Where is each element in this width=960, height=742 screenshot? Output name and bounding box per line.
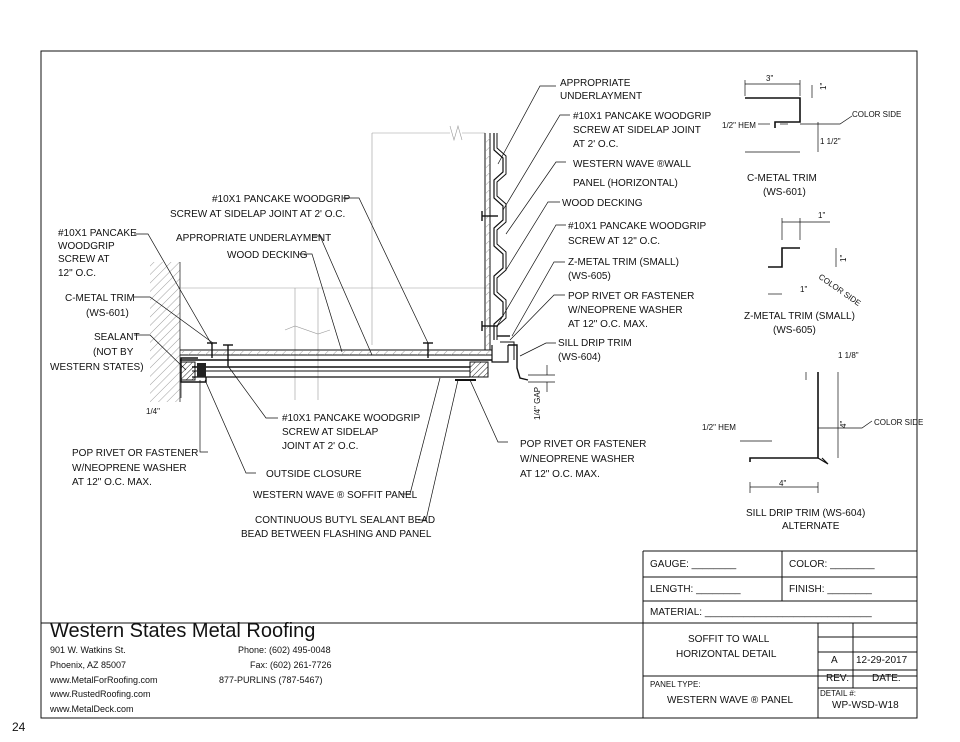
callout-sealant-1: SEALANT xyxy=(94,332,140,343)
panel-type-label: PANEL TYPE: xyxy=(650,680,701,689)
z-trim-profile: 1" 1" 1" COLOR SIDE Z-METAL TRIM (SMALL)… xyxy=(744,211,862,336)
quarter-dim-label: 1/4" xyxy=(146,407,160,416)
callout-screw-sidelap-low-1: #10X1 PANCAKE WOODGRIP xyxy=(282,413,421,424)
gap-dim-label: 1/4" GAP xyxy=(533,387,542,420)
company-address-1: 901 W. Watkins St. xyxy=(50,645,126,655)
material-field: MATERIAL: ______________________________ xyxy=(650,607,872,618)
z-trim-color-side: COLOR SIDE xyxy=(817,272,863,308)
detail-title-2: HORIZONTAL DETAIL xyxy=(676,649,777,660)
callout-wood-decking-mid: WOOD DECKING xyxy=(227,250,308,261)
company-web-1: www.MetalForRoofing.com xyxy=(50,675,158,685)
callout-wall-panel-2: PANEL (HORIZONTAL) xyxy=(573,178,678,189)
callout-screw-sidelap-top-3: AT 2' O.C. xyxy=(573,139,618,150)
callout-pop-rivet-right-upper-1: POP RIVET OR FASTENER xyxy=(568,291,694,302)
c-trim-dim-lip: 1 1/2" xyxy=(820,137,841,146)
callout-outside-closure: OUTSIDE CLOSURE xyxy=(266,469,362,480)
z-trim-dim-top: 1" xyxy=(818,211,825,220)
page-number: 24 xyxy=(12,720,26,734)
company-address-2: Phoenix, AZ 85007 xyxy=(50,660,127,670)
detail-number-label: DETAIL #: xyxy=(820,689,857,698)
company-name: Western States Metal Roofing xyxy=(50,620,316,642)
callout-screw-12-right-1: #10X1 PANCAKE WOODGRIP xyxy=(568,221,707,232)
callout-pop-rivet-right-lower-3: AT 12" O.C. MAX. xyxy=(520,469,600,480)
sill-trim-color-side: COLOR SIDE xyxy=(874,418,923,427)
color-field: COLOR: ________ xyxy=(789,559,875,570)
callout-screw-sidelap-mid-2: SCREW AT SIDELAP JOINT AT 2' O.C. xyxy=(170,209,345,220)
callout-pop-rivet-right-upper-2: W/NEOPRENE WASHER xyxy=(568,305,683,316)
callout-pop-rivet-right-lower-1: POP RIVET OR FASTENER xyxy=(520,439,646,450)
detail-title-1: SOFFIT TO WALL xyxy=(688,634,770,645)
callout-screw-12-left-2: WOODGRIP xyxy=(58,241,115,252)
callout-c-trim-1: C-METAL TRIM xyxy=(65,293,135,304)
callout-screw-sidelap-low-3: JOINT AT 2' O.C. xyxy=(282,441,358,452)
callout-pop-rivet-left-2: W/NEOPRENE WASHER xyxy=(72,463,187,474)
callout-underlayment-top-2: UNDERLAYMENT xyxy=(560,91,642,102)
company-web-2: www.RustedRoofing.com xyxy=(50,689,151,699)
callout-wood-decking-right: WOOD DECKING xyxy=(562,198,643,209)
callout-sill-drip-2: (WS-604) xyxy=(558,352,601,363)
callout-underlayment-top-1: APPROPRIATE xyxy=(560,78,631,89)
callout-screw-sidelap-low-2: SCREW AT SIDELAP xyxy=(282,427,379,438)
sill-trim-dim-side: 4" xyxy=(839,421,848,428)
company-fax: Fax: (602) 261-7726 xyxy=(250,660,332,670)
c-trim-name-2: (WS-601) xyxy=(763,187,806,198)
sill-trim-dim-bottom: 4" xyxy=(779,479,786,488)
callout-screw-sidelap-top-2: SCREW AT SIDELAP JOINT xyxy=(573,125,701,136)
callout-screw-12-right-2: SCREW AT 12" O.C. xyxy=(568,236,660,247)
company-phone: Phone: (602) 495-0048 xyxy=(238,645,331,655)
callout-screw-sidelap-mid-1: #10X1 PANCAKE WOODGRIP xyxy=(212,194,351,205)
z-trim-name-1: Z-METAL TRIM (SMALL) xyxy=(744,311,855,322)
callout-pop-rivet-right-lower-2: W/NEOPRENE WASHER xyxy=(520,454,635,465)
z-trim-dim-bottom: 1" xyxy=(800,285,807,294)
callout-pop-rivet-left-1: POP RIVET OR FASTENER xyxy=(72,448,198,459)
callout-sealant-3: WESTERN STATES) xyxy=(50,362,144,373)
callout-screw-12-left-3: SCREW AT xyxy=(58,254,109,265)
c-trim-color-side: COLOR SIDE xyxy=(852,110,901,119)
leader-lines xyxy=(134,85,570,521)
callout-soffit-panel: WESTERN WAVE ® SOFFIT PANEL xyxy=(253,490,418,501)
callout-underlayment-mid: APPROPRIATE UNDERLAYMENT xyxy=(176,233,331,244)
callout-butyl-1: CONTINUOUS BUTYL SEALANT BEAD xyxy=(255,515,435,526)
z-trim-name-2: (WS-605) xyxy=(773,325,816,336)
c-trim-profile: 3" 1" 1/2" HEM 1 1/2" COLOR SIDE C-METAL… xyxy=(722,74,901,198)
callout-z-trim-1: Z-METAL TRIM (SMALL) xyxy=(568,257,679,268)
sill-trim-dim-top: 1 1/8" xyxy=(838,351,859,360)
callout-pop-rivet-right-upper-3: AT 12" O.C. MAX. xyxy=(568,319,648,330)
sill-trim-profile: 1 1/8" 4" COLOR SIDE 1/2" HEM 4" SILL DR… xyxy=(702,351,923,532)
callout-screw-sidelap-top-1: #10X1 PANCAKE WOODGRIP xyxy=(573,111,712,122)
callout-pop-rivet-left-3: AT 12" O.C. MAX. xyxy=(72,477,152,488)
callout-c-trim-2: (WS-601) xyxy=(86,308,129,319)
c-trim-name-1: C-METAL TRIM xyxy=(747,173,817,184)
company-tollfree: 877-PURLINS (787-5467) xyxy=(219,675,323,685)
rev-value: A xyxy=(831,655,838,666)
date-value: 12-29-2017 xyxy=(856,655,908,666)
callout-sealant-2: (NOT BY xyxy=(93,347,134,358)
callout-screw-12-left-1: #10X1 PANCAKE xyxy=(58,228,137,239)
sill-trim-name-1: SILL DRIP TRIM (WS-604) xyxy=(746,508,865,519)
callout-sill-drip-1: SILL DRIP TRIM xyxy=(558,338,632,349)
callout-butyl-2: BEAD BETWEEN FLASHING AND PANEL xyxy=(241,529,432,540)
detail-number-value: WP-WSD-W18 xyxy=(832,700,899,711)
callout-z-trim-2: (WS-605) xyxy=(568,271,611,282)
panel-type-value: WESTERN WAVE ® PANEL xyxy=(667,695,794,706)
callout-wall-panel-1: WESTERN WAVE ®WALL xyxy=(573,159,692,170)
callout-texts: APPROPRIATE UNDERLAYMENT #10X1 PANCAKE W… xyxy=(50,78,712,540)
finish-field: FINISH: ________ xyxy=(789,584,872,595)
title-block-grid xyxy=(41,550,917,718)
c-trim-dim-top: 3" xyxy=(766,74,773,83)
company-web-3: www.MetalDeck.com xyxy=(50,704,134,714)
gauge-field: GAUGE: ________ xyxy=(650,559,737,570)
c-trim-dim-right: 1" xyxy=(819,83,828,90)
sill-trim-name-2: ALTERNATE xyxy=(782,521,840,532)
sheet-border xyxy=(40,50,918,719)
length-field: LENGTH: ________ xyxy=(650,584,741,595)
main-detail: 1/4" 1/4" GAP xyxy=(146,124,555,420)
callout-screw-12-left-4: 12" O.C. xyxy=(58,268,96,279)
z-trim-dim-right: 1" xyxy=(839,255,848,262)
c-trim-hem: 1/2" HEM xyxy=(722,121,756,130)
sill-trim-hem: 1/2" HEM xyxy=(702,423,736,432)
date-label: DATE: xyxy=(872,673,901,684)
rev-label: REV: xyxy=(826,673,849,684)
